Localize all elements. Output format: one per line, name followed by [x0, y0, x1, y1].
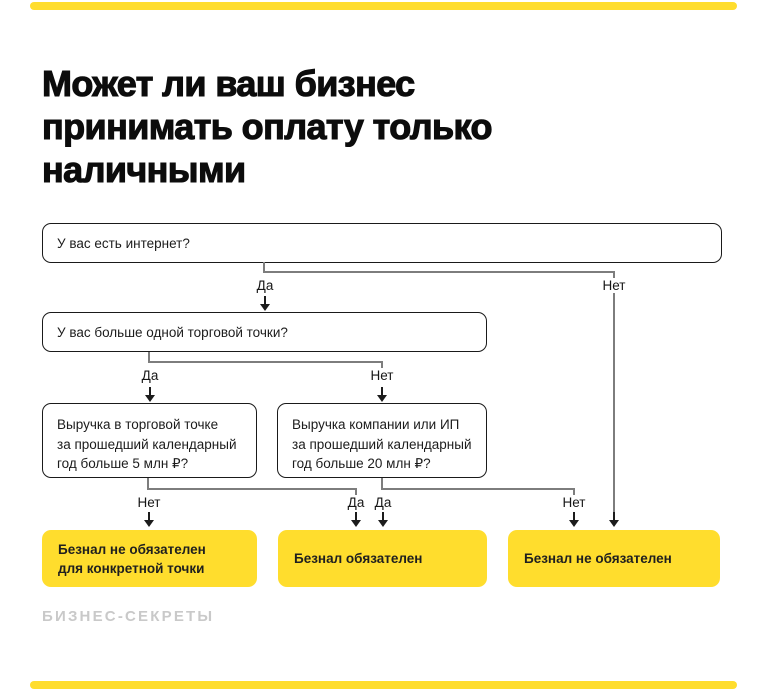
result-noncash-optional-text: Безнал не обязателен [524, 551, 672, 566]
label-q4-no: Нет [558, 495, 590, 510]
connector-q1-stub [263, 262, 265, 273]
label-q2-yes: Да [137, 368, 163, 383]
connector-q2-horizontal [148, 361, 383, 363]
question-multiple-outlets: У вас больше одной торговой точки? [42, 312, 487, 352]
brand-watermark: БИЗНЕС-СЕКРЕТЫ [42, 608, 215, 625]
connector-q3-yes-stub [355, 488, 357, 495]
label-q3-yes: Да [343, 495, 369, 510]
top-accent-bar [30, 2, 737, 10]
connector-q1-no-long-line [613, 271, 615, 513]
result-noncash-optional-outlet-line-2: для конкретной точки [58, 560, 205, 576]
connector-q4-no-stub [573, 488, 575, 495]
arrow-down-q4-no [569, 512, 579, 527]
question-internet: У вас есть интернет? [42, 223, 722, 263]
result-noncash-optional-outlet: Безнал не обязателен для конкретной точк… [42, 530, 257, 587]
arrow-down-q2-yes [145, 387, 155, 402]
label-q1-no: Нет [598, 278, 630, 293]
question-multiple-outlets-text: У вас больше одной торговой точки? [57, 324, 288, 340]
result-noncash-required: Безнал обязателен [278, 530, 487, 587]
title-line-2: принимать оплату только [41, 105, 493, 147]
connector-q2-stub [148, 352, 150, 363]
arrow-down-q4-yes [378, 512, 388, 527]
question-company-revenue-line-2: за прошедший календарный [292, 436, 472, 452]
connector-q2-no-stub [381, 361, 383, 369]
result-noncash-optional: Безнал не обязателен [508, 530, 720, 587]
label-q2-no: Нет [366, 368, 398, 383]
connector-q4-stub [381, 478, 383, 490]
arrow-down-q2-no [377, 387, 387, 402]
question-company-revenue-line-1: Выручка компании или ИП [292, 417, 460, 432]
arrow-down-q3-no [144, 512, 154, 527]
arrow-down-q1-yes [260, 296, 270, 311]
arrow-down-q3-yes [351, 512, 361, 527]
title-line-1: Может ли ваш бизнес [41, 62, 415, 104]
connector-q3-stub [147, 478, 149, 490]
question-outlet-revenue-line-3: год больше 5 млн ₽? [57, 456, 189, 471]
result-noncash-optional-outlet-line-1: Безнал не обязателен [58, 541, 206, 557]
question-outlet-revenue-line-1: Выручка в торговой точке [57, 417, 219, 432]
result-noncash-required-text: Безнал обязателен [294, 551, 423, 566]
label-q4-yes: Да [370, 495, 396, 510]
connector-q3-horizontal [147, 488, 357, 490]
label-q1-yes: Да [252, 278, 278, 293]
title-line-3: наличными [41, 148, 246, 190]
bottom-accent-bar [30, 681, 737, 689]
question-outlet-revenue-line-2: за прошедший календарный [57, 436, 237, 452]
label-q3-no: Нет [133, 495, 165, 510]
page-title: Может ли ваш бизнес принимать оплату тол… [41, 62, 493, 191]
question-outlet-revenue: Выручка в торговой точке за прошедший ка… [42, 403, 257, 478]
question-company-revenue-line-3: год больше 20 млн ₽? [292, 456, 431, 471]
connector-q1-horizontal [263, 271, 615, 273]
arrow-down-q1-no [609, 512, 619, 527]
question-company-revenue: Выручка компании или ИП за прошедший кал… [277, 403, 487, 478]
question-internet-text: У вас есть интернет? [57, 235, 190, 251]
connector-q4-horizontal [381, 488, 575, 490]
